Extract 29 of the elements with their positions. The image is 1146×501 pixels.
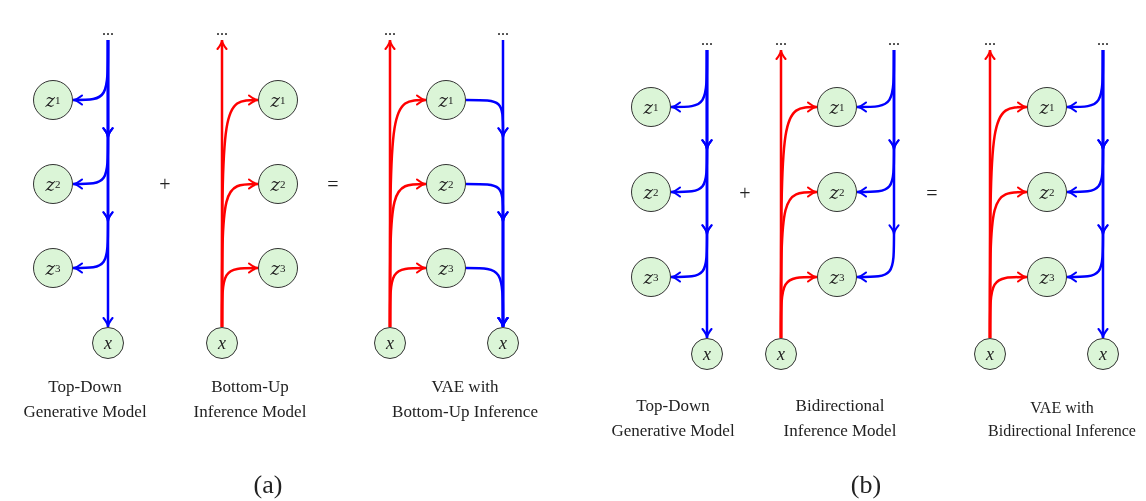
ellipsis-text: ... [93, 20, 123, 40]
equals-sign: = [327, 171, 339, 197]
variable-circle: x [691, 338, 723, 370]
ellipsis-text: ... [375, 20, 405, 40]
ellipsis-text: ... [207, 20, 237, 40]
panel-caption: VAE with Bidirectional Inference [988, 397, 1136, 441]
ellipsis-text: ... [692, 30, 722, 50]
variable-circle: x [92, 327, 124, 359]
equals-sign: = [926, 180, 938, 206]
panel-caption: Top-Down Generative Model [23, 376, 147, 423]
panel-caption: Top-Down Generative Model [611, 395, 735, 442]
ellipsis-text: ... [879, 30, 909, 50]
variable-circle: x [765, 338, 797, 370]
variable-circle: x [374, 327, 406, 359]
plus-sign: + [159, 171, 171, 197]
panel-caption: VAE with Bottom-Up Inference [392, 376, 538, 423]
plus-sign: + [739, 180, 751, 206]
ellipsis-text: ... [1088, 30, 1118, 50]
panel-caption: Bidirectional Inference Model [783, 395, 897, 442]
variable-circle: x [487, 327, 519, 359]
ellipsis-text: ... [488, 20, 518, 40]
variable-circle: x [206, 327, 238, 359]
panel-label: (a) [253, 469, 283, 501]
ellipsis-text: ... [975, 30, 1005, 50]
variable-circle: x [1087, 338, 1119, 370]
panel-label: (b) [850, 469, 882, 501]
panel-caption: Bottom-Up Inference Model [193, 376, 307, 423]
ellipsis-text: ... [766, 30, 796, 50]
variable-circle: x [974, 338, 1006, 370]
